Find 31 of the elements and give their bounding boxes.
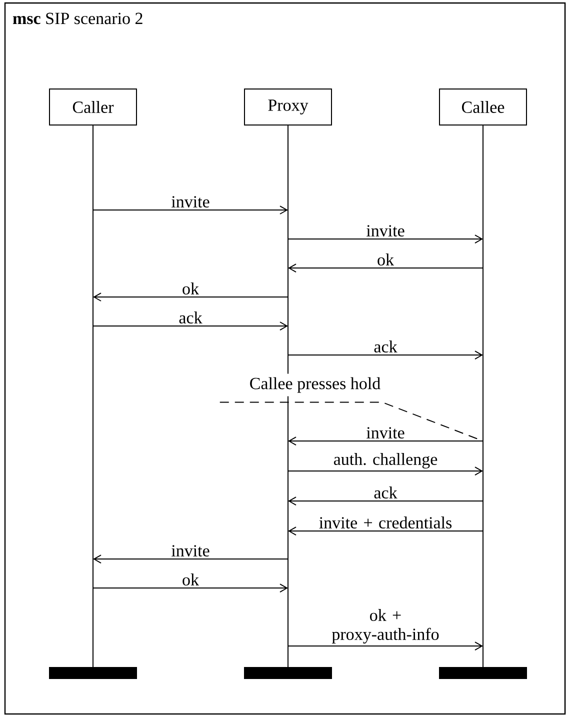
message-label: ack [374, 340, 398, 352]
message-arrow [288, 350, 483, 360]
message-label: invite + credentials [319, 516, 452, 528]
message-arrow [93, 554, 288, 564]
message-label: invite [172, 545, 210, 557]
message-arrow [288, 264, 484, 272]
message-label: ok [182, 282, 199, 294]
comment-text: Callee presses hold [250, 377, 380, 393]
participant-box: Callee [439, 88, 527, 126]
message-label: invite [366, 225, 404, 236]
message-arrow [288, 496, 484, 506]
message-label: ack [179, 312, 202, 324]
participant-box: Proxy [244, 88, 332, 126]
diagram-title: msc SIP scenario 2 [12, 12, 142, 24]
participant-box: Caller [49, 88, 137, 126]
message-arrow [288, 466, 483, 476]
message-label: auth. challenge [334, 453, 438, 468]
message-arrow [92, 584, 288, 592]
message-arrow [288, 642, 483, 650]
message-label: invite [172, 196, 210, 208]
message-arrow [93, 292, 288, 302]
message-arrow [288, 234, 483, 244]
message-arrow [288, 526, 484, 536]
message-label: ack [374, 486, 398, 499]
message-arrow [92, 206, 288, 214]
message-arrow [92, 322, 288, 330]
message-label: ok [182, 574, 199, 586]
message-label: ok + proxy-auth-info [332, 609, 439, 644]
message-label: ok [378, 254, 394, 266]
message-arrow [288, 436, 484, 446]
message-label: invite [366, 427, 404, 438]
